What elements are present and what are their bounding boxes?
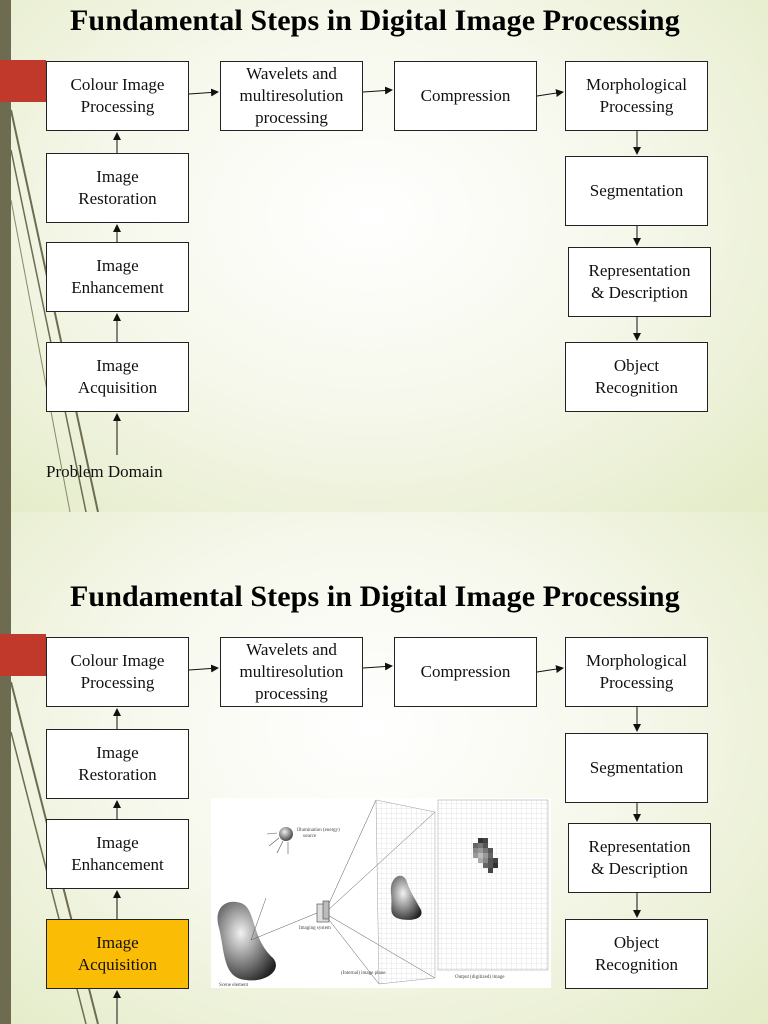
box-segmentation: Segmentation bbox=[565, 733, 708, 803]
image-plane-label: (Internal) image plane bbox=[341, 971, 386, 976]
box-wavelets: Wavelets and multiresolution processing bbox=[220, 637, 363, 707]
slide-title: Fundamental Steps in Digital Image Proce… bbox=[70, 4, 680, 37]
output-image-grid bbox=[437, 799, 549, 971]
flow-arrows bbox=[113, 662, 641, 1024]
scene-element-label: Scene element bbox=[219, 983, 249, 988]
image-acquisition-figure: Illumination (energy) source Scene eleme… bbox=[211, 798, 551, 988]
box-representation-description: Representation & Description bbox=[568, 823, 711, 893]
left-accent-bar bbox=[0, 512, 11, 1024]
box-segmentation: Segmentation bbox=[565, 156, 708, 226]
box-representation-description: Representation & Description bbox=[568, 247, 711, 317]
illumination-label-2: source bbox=[303, 834, 317, 839]
box-morphological-processing: Morphological Processing bbox=[565, 61, 708, 131]
image-plane-object bbox=[390, 875, 422, 920]
red-accent-tab bbox=[0, 634, 46, 676]
illumination-label: Illumination (energy) bbox=[297, 828, 340, 833]
scene-element-shape bbox=[217, 901, 276, 981]
box-compression: Compression bbox=[394, 637, 537, 707]
box-compression: Compression bbox=[394, 61, 537, 131]
box-object-recognition: Object Recognition bbox=[565, 342, 708, 412]
imaging-system-label: Imaging system bbox=[299, 926, 331, 931]
slide-1: Fundamental Steps in Digital Image Proce… bbox=[0, 0, 768, 512]
box-image-enhancement: Image Enhancement bbox=[46, 242, 189, 312]
box-colour-image-processing: Colour Image Processing bbox=[46, 61, 189, 131]
output-image-label: Output (digitized) image bbox=[455, 975, 505, 980]
left-accent-bar bbox=[0, 0, 11, 512]
box-image-acquisition: Image Acquisition bbox=[46, 342, 189, 412]
illumination-source-icon bbox=[266, 827, 293, 854]
flow-arrows bbox=[113, 86, 641, 455]
problem-domain-label: Problem Domain bbox=[46, 462, 163, 481]
box-object-recognition: Object Recognition bbox=[565, 919, 708, 989]
red-accent-tab bbox=[0, 60, 46, 102]
imaging-system-icon bbox=[316, 900, 330, 923]
box-wavelets: Wavelets and multiresolution processing bbox=[220, 61, 363, 131]
box-image-enhancement: Image Enhancement bbox=[46, 819, 189, 889]
box-morphological-processing: Morphological Processing bbox=[565, 637, 708, 707]
slide-2: Fundamental Steps in Digital Image Proce… bbox=[0, 512, 768, 1024]
slide-title: Fundamental Steps in Digital Image Proce… bbox=[70, 580, 680, 613]
box-image-restoration: Image Restoration bbox=[46, 153, 189, 223]
box-image-acquisition-highlighted: Image Acquisition bbox=[46, 919, 189, 989]
box-image-restoration: Image Restoration bbox=[46, 729, 189, 799]
box-colour-image-processing: Colour Image Processing bbox=[46, 637, 189, 707]
digitized-object bbox=[473, 838, 498, 873]
